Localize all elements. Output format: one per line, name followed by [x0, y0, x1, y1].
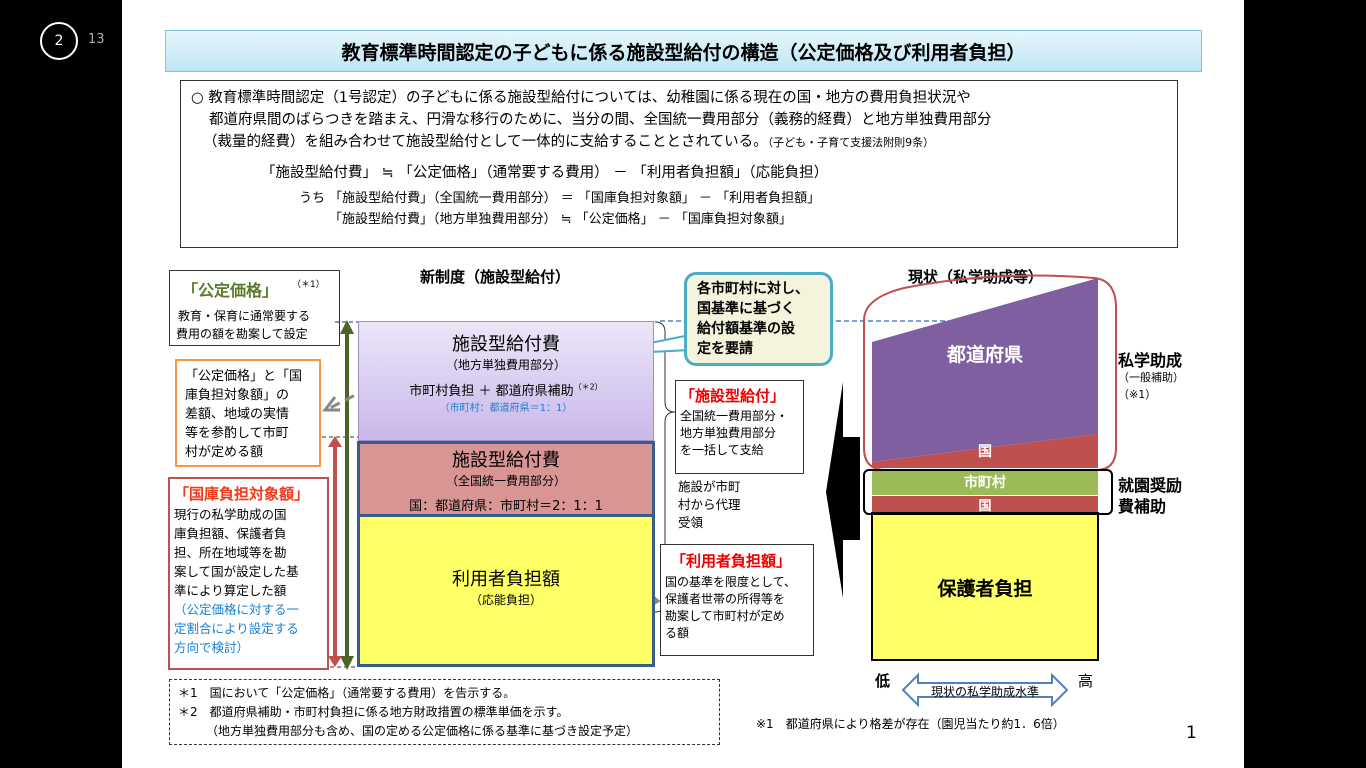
request-callout: 各市町村に対し、国基準に基づく給付額基準の設定を要請: [684, 272, 833, 366]
enrollment-subsidy-label: 費補助: [1118, 497, 1167, 516]
koutei-desc: 費用の額を勘案して設定: [176, 327, 308, 341]
private-subsidy-label: 私学助成: [1118, 351, 1183, 370]
prefecture-area: [872, 278, 1098, 462]
kokko-box: 「国庫負担対象額」 現行の私学助成の国庫負担額、保護者負担、所在地域等を勘案して…: [168, 477, 329, 670]
national-band-2: [872, 496, 1098, 513]
slide-title: 教育標準時間認定の子どもに係る施設型給付の構造（公定価格及び利用者負担）: [165, 30, 1202, 72]
subsidy-level-arrow: [901, 672, 1069, 708]
total-pages: 13: [88, 32, 105, 47]
low-label: 低: [875, 672, 891, 690]
koutei-desc: 教育・保育に通常要する: [178, 309, 311, 323]
national-band-1: [872, 434, 1098, 468]
enrollment-subsidy-outline: [863, 469, 1113, 515]
formula: 「施設型給付費」 ≒ 「公定価格」（通常要する費用） － 「利用者負担額」（応能…: [261, 165, 829, 181]
high-label: 高: [1078, 672, 1094, 690]
koutei-box: 「公定価格」 （＊1） 教育・保育に通常要する 費用の額を勘案して設定: [169, 270, 340, 346]
parent-burden-area: [871, 512, 1099, 661]
user-fee-block: 利用者負担額 （応能負担）: [357, 514, 655, 667]
koutei-title: 「公定価格」: [182, 281, 279, 300]
formula-sub-2: 「施設型給付費」（地方単独費用部分） ≒ 「公定価格」 － 「国庫負担対象額」: [329, 212, 792, 227]
proxy-receipt-text: 施設が市町村から代理受領: [678, 479, 741, 530]
parent-burden-label: 保護者負担: [937, 578, 1033, 600]
footnotes: ＊1 国において「公定価格」（通常要する費用）を告示する。＊2 都道府県補助・市…: [169, 679, 720, 745]
difference-box: 「公定価格」と「国庫負担対象額」の差額、地域の実情等を参酌して市町村が定める額: [175, 359, 321, 467]
user-fee-box: 「利用者負担額」 国の基準を限度として、保護者世帯の所得等を勘案して市町村が定め…: [660, 544, 814, 656]
intro-line-2: 都道府県間のばらつきを踏まえ、円滑な移行のために、当分の間、全国統一費用部分（義…: [209, 112, 992, 128]
enrollment-subsidy-label: 就園奨励: [1118, 476, 1183, 495]
municipal-label: 市町村: [964, 475, 1006, 491]
intro-line-3: （裁量的経費）を組み合わせて施設型給付として一体的に支給することとされている。（…: [203, 134, 935, 150]
intro-box: ○ 教育標準時間認定（1号認定）の子どもに係る施設型給付については、幼稚園に係る…: [180, 80, 1178, 248]
koutei-note: （＊1）: [292, 280, 325, 290]
note-ref: （※1）: [1118, 388, 1157, 401]
slide-number: 1: [1186, 723, 1197, 743]
new-system-heading: 新制度（施設型給付）: [420, 268, 571, 286]
transition-arrow: [826, 382, 860, 598]
current-footnote: ※1 都道府県により格差が存在（園児当たり約1．6倍）: [756, 717, 1065, 731]
current-page-indicator[interactable]: 2: [40, 22, 78, 60]
national-label-1: 国: [978, 444, 992, 460]
intro-line-1: ○ 教育標準時間認定（1号認定）の子どもに係る施設型給付については、幼稚園に係る…: [191, 90, 971, 106]
general-subsidy-label: （一般補助）: [1118, 371, 1184, 384]
formula-sub-1: うち 「施設型給付費」（全国統一費用部分） ＝ 「国庫負担対象額」 － 「利用者…: [299, 191, 821, 206]
prefecture-label: 都道府県: [946, 344, 1023, 366]
local-benefit-block: 施設型給付費 （地方単独費用部分） 市町村負担 ＋ 都道府県補助（＊2） （市町…: [358, 321, 654, 441]
national-label-2: 国: [978, 499, 992, 514]
municipal-band: [872, 469, 1098, 495]
benefit-box: 「施設型給付」 全国統一費用部分・地方単独費用部分を一括して支給: [675, 380, 804, 474]
national-benefit-block: 施設型給付費 （全国統一費用部分） 国：都道府県：市町村＝2：1：1: [357, 441, 655, 517]
subsidy-level-label: 現状の私学助成水準: [930, 685, 1039, 699]
